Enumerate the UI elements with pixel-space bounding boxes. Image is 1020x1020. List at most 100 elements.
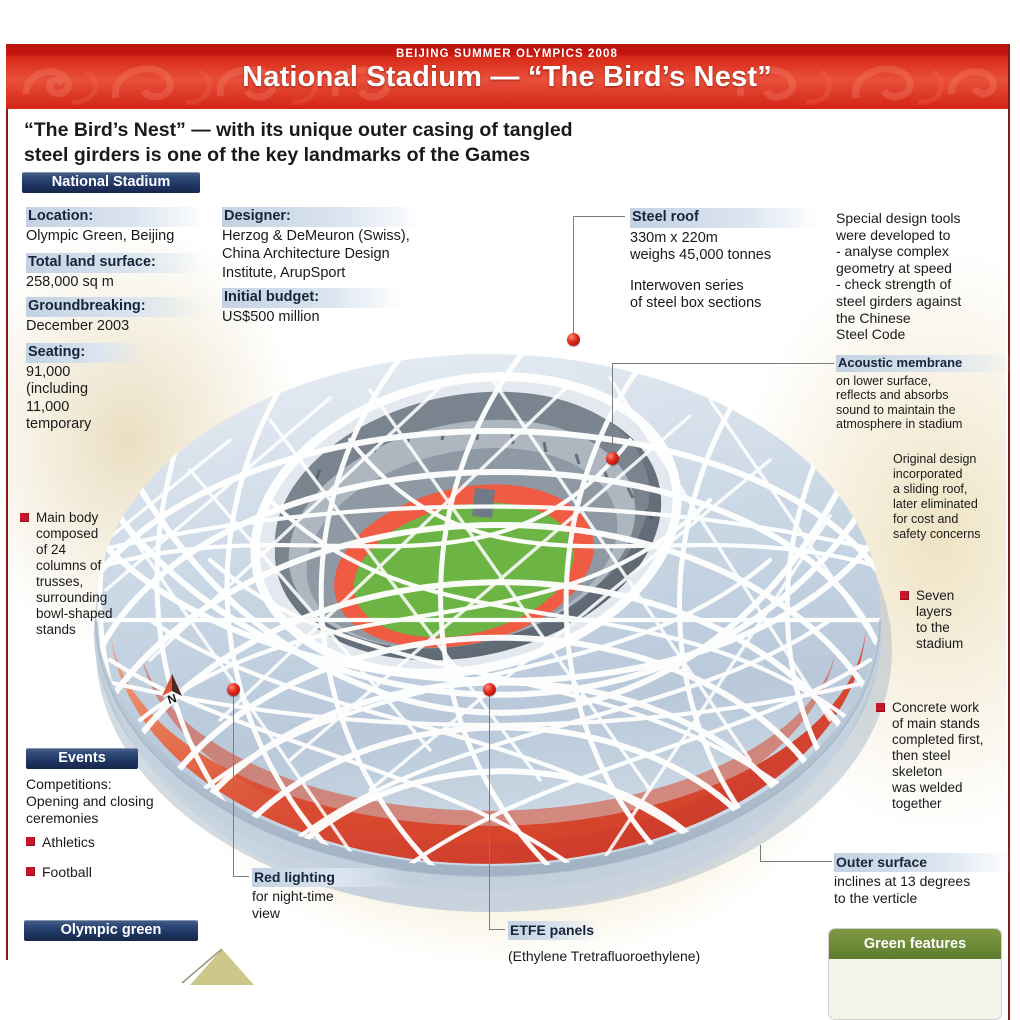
panel-green-features: Green features <box>828 928 1002 1020</box>
concrete-work-line-2: of main stands <box>892 716 980 731</box>
callout-steel-roof-line-2: weighs 45,000 tonnes <box>630 247 772 263</box>
fact-groundbreaking-value: December 2003 <box>26 317 130 334</box>
special-tools-line-8: Steel Code <box>836 326 906 343</box>
concrete-work-line-3: completed first, <box>892 732 984 747</box>
special-tools-line-1: Special design tools <box>836 210 961 226</box>
leader-acoustic-vertical <box>612 363 614 457</box>
events-intro-line-1: Competitions: <box>26 776 112 792</box>
main-body-line-5: trusses, <box>36 574 84 589</box>
special-tools-line-7: the Chinese <box>836 309 911 326</box>
olympic-green-map-sliver <box>181 948 254 985</box>
concrete-work-line-5: skeleton <box>892 764 943 779</box>
fact-initial-budget-value: US$500 million <box>222 308 320 325</box>
special-tools-line-2: were developed to <box>836 226 951 243</box>
callout-acoustic-title: Acoustic membrane <box>836 355 1014 372</box>
callout-special-design-tools: Special design tools were developed to -… <box>836 210 1011 343</box>
red-lighting-title: Red lighting <box>252 868 402 887</box>
fact-designer-value-line-3: Institute, ArupSport <box>222 264 346 281</box>
fact-initial-budget-label: Initial budget: <box>222 288 402 308</box>
original-design-line-3: a sliding roof, <box>893 482 968 496</box>
fact-land-surface-label: Total land surface: <box>26 253 206 273</box>
marker-steel-roof <box>567 333 580 346</box>
fact-land-surface: Total land surface: 258,000 sq m <box>26 253 206 291</box>
leader-etfe-vertical <box>489 690 491 929</box>
events-item-football: Football <box>42 864 92 880</box>
leader-red-lighting-horizontal <box>233 876 249 878</box>
decorative-swirls <box>22 65 997 105</box>
leader-outer-surface-horizontal <box>760 861 832 863</box>
bullet-square-concrete-work <box>876 703 885 712</box>
leader-acoustic-horizontal <box>612 363 834 365</box>
stadium-illustration <box>94 352 892 912</box>
callout-red-lighting: Red lighting for night-time view <box>252 868 402 922</box>
leader-steel-roof-horizontal <box>573 216 625 218</box>
list-item-athletics: Athletics <box>26 834 166 850</box>
fact-seating: Seating: 91,000 (including 11,000 tempor… <box>26 343 146 434</box>
fact-initial-budget: Initial budget: US$500 million <box>222 288 402 326</box>
marker-acoustic-membrane <box>606 452 619 465</box>
callout-original-design: Original design incorporated a sliding r… <box>893 452 1013 542</box>
original-design-line-2: incorporated <box>893 467 963 481</box>
special-tools-line-6: steel girders against <box>836 292 962 309</box>
original-design-line-6: safety concerns <box>893 527 981 541</box>
acoustic-line-2: reflects and absorbs <box>836 388 949 403</box>
fact-location: Location: Olympic Green, Beijing <box>26 207 206 245</box>
compass-label: N <box>166 691 179 706</box>
outer-surface-title: Outer surface <box>834 853 1012 872</box>
fact-seating-value: 91,000 (including 11,000 temporary <box>26 363 92 433</box>
special-tools-line-4: geometry at speed <box>836 259 952 276</box>
red-lighting-line-2: view <box>252 905 281 921</box>
list-item-football: Football <box>26 864 166 880</box>
original-design-line-5: for cost and <box>893 512 959 526</box>
callout-acoustic-membrane: Acoustic membrane on lower surface, refl… <box>836 355 1014 432</box>
fact-groundbreaking-label: Groundbreaking: <box>26 297 206 317</box>
main-body-line-4: columns of <box>36 558 102 573</box>
seven-layers-line-3: to the <box>916 620 950 635</box>
leader-red-lighting-vertical <box>233 690 235 876</box>
main-body-line-1: Main body <box>36 510 99 525</box>
callout-outer-surface: Outer surface inclines at 13 degrees to … <box>834 853 1012 907</box>
left-frame-rule <box>6 44 8 960</box>
events-intro: Competitions: Opening and closing ceremo… <box>26 776 186 827</box>
outer-surface-line-2: to the verticle <box>834 890 918 906</box>
events-intro-line-2: Opening and closing <box>26 793 154 809</box>
events-intro-line-3: ceremonies <box>26 810 99 826</box>
special-tools-line-5: - check strength of <box>836 276 952 293</box>
fact-location-value: Olympic Green, Beijing <box>26 227 175 244</box>
seven-layers-line-1: Seven <box>916 588 955 603</box>
masthead-title: National Stadium — “The Bird’s Nest” <box>242 61 772 93</box>
main-body-line-7: bowl-shaped <box>36 606 113 621</box>
callout-steel-roof-title: Steel roof <box>630 208 820 228</box>
callout-steel-roof-line-4: of steel box sections <box>630 295 762 311</box>
bullet-square-main-body <box>20 513 29 522</box>
special-tools-line-3: - analyse complex <box>836 243 949 260</box>
masthead-kicker: BEIJING SUMMER OLYMPICS 2008 <box>395 48 619 60</box>
callout-steel-roof-line-1: 330m x 220m <box>630 229 718 246</box>
bullet-square-seven-layers <box>900 591 909 600</box>
etfe-line-1: (Ethylene Tretrafluoroethylene) <box>508 948 701 964</box>
main-body-line-2: composed <box>36 526 99 541</box>
concrete-work-line-1: Concrete work <box>892 700 980 715</box>
fact-designer-value-line-2: China Architecture Design <box>222 246 390 262</box>
main-body-line-6: surrounding <box>36 590 108 605</box>
fact-designer: Designer: Herzog & DeMeuron (Swiss), Chi… <box>222 207 422 282</box>
panel-header-events: Events <box>26 748 138 769</box>
callout-concrete-work: Concrete work of main stands completed f… <box>876 700 1011 812</box>
concrete-work-line-4: then steel <box>892 748 951 763</box>
panel-header-national-stadium: National Stadium <box>22 172 200 193</box>
callout-etfe-panels: ETFE panels (Ethylene Tretrafluoroethyle… <box>508 921 738 965</box>
red-lighting-line-1: for night-time <box>252 888 334 904</box>
main-body-line-8: stands <box>36 622 76 637</box>
leader-steel-roof-vertical <box>573 216 575 339</box>
leader-etfe-horizontal <box>489 929 505 931</box>
seven-layers-line-4: stadium <box>916 636 964 651</box>
fact-land-surface-value: 258,000 sq m <box>26 273 114 290</box>
callout-steel-roof: Steel roof 330m x 220m weighs 45,000 ton… <box>630 208 820 313</box>
outer-surface-line-1: inclines at 13 degrees <box>834 873 971 889</box>
fact-designer-label: Designer: <box>222 207 422 227</box>
original-design-line-4: later eliminated <box>893 497 978 511</box>
callout-seven-layers: Seven layers to the stadium <box>900 588 990 652</box>
fact-location-label: Location: <box>26 207 206 227</box>
acoustic-line-1: on lower surface, <box>836 373 932 388</box>
